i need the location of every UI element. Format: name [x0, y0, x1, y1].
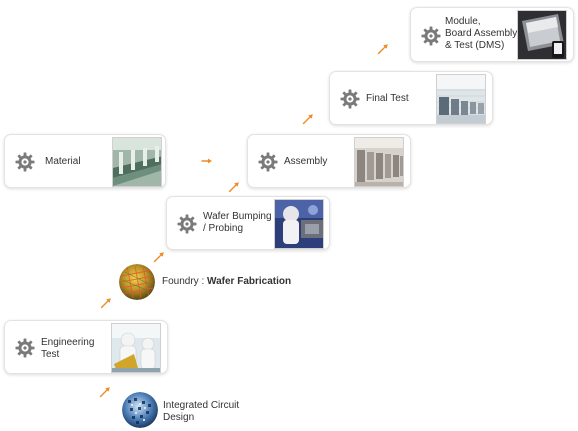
card-label: Assembly [284, 156, 328, 167]
card-wafer-bumping-probing[interactable]: Wafer Bumping / Probing [166, 196, 330, 250]
card-label: Engineering Test [41, 337, 95, 360]
card-assembly[interactable]: Assembly [247, 134, 411, 188]
wafer-bumping-photo [274, 199, 324, 249]
gear-icon [421, 26, 441, 46]
arrow-icon [377, 43, 389, 55]
gear-icon [15, 152, 35, 172]
assembly-photo [354, 137, 404, 187]
gear-icon [15, 338, 35, 358]
gear-icon [258, 152, 278, 172]
card-label: Wafer Bumping / Probing [203, 211, 272, 234]
arrow-icon [201, 155, 213, 167]
card-final-test[interactable]: Final Test [329, 71, 493, 125]
card-label: Final Test [366, 93, 409, 104]
arrow-icon [302, 113, 314, 125]
ic-design-label: Integrated Circuit Design [163, 400, 240, 423]
module-photo [517, 10, 567, 60]
card-module-board-assembly-test[interactable]: Module, Board Assembly & Test (DMS) [410, 7, 574, 62]
final-test-photo [436, 74, 486, 124]
arrow-icon [99, 386, 111, 398]
arrow-icon [153, 251, 165, 263]
foundry-wafer-disc [119, 264, 155, 300]
arrow-icon [228, 181, 240, 193]
card-engineering-test[interactable]: Engineering Test [4, 320, 168, 374]
card-material[interactable]: Material [4, 134, 166, 188]
gear-icon [177, 214, 197, 234]
ic-design-disc [122, 392, 158, 428]
material-photo [112, 137, 162, 187]
card-label: Module, Board Assembly & Test (DMS) [445, 16, 518, 51]
gear-icon [340, 89, 360, 109]
engineering-test-photo [111, 323, 161, 373]
foundry-label: Foundry : Wafer Fabrication [162, 276, 292, 287]
arrow-icon [100, 297, 112, 309]
card-label: Material [45, 156, 81, 167]
